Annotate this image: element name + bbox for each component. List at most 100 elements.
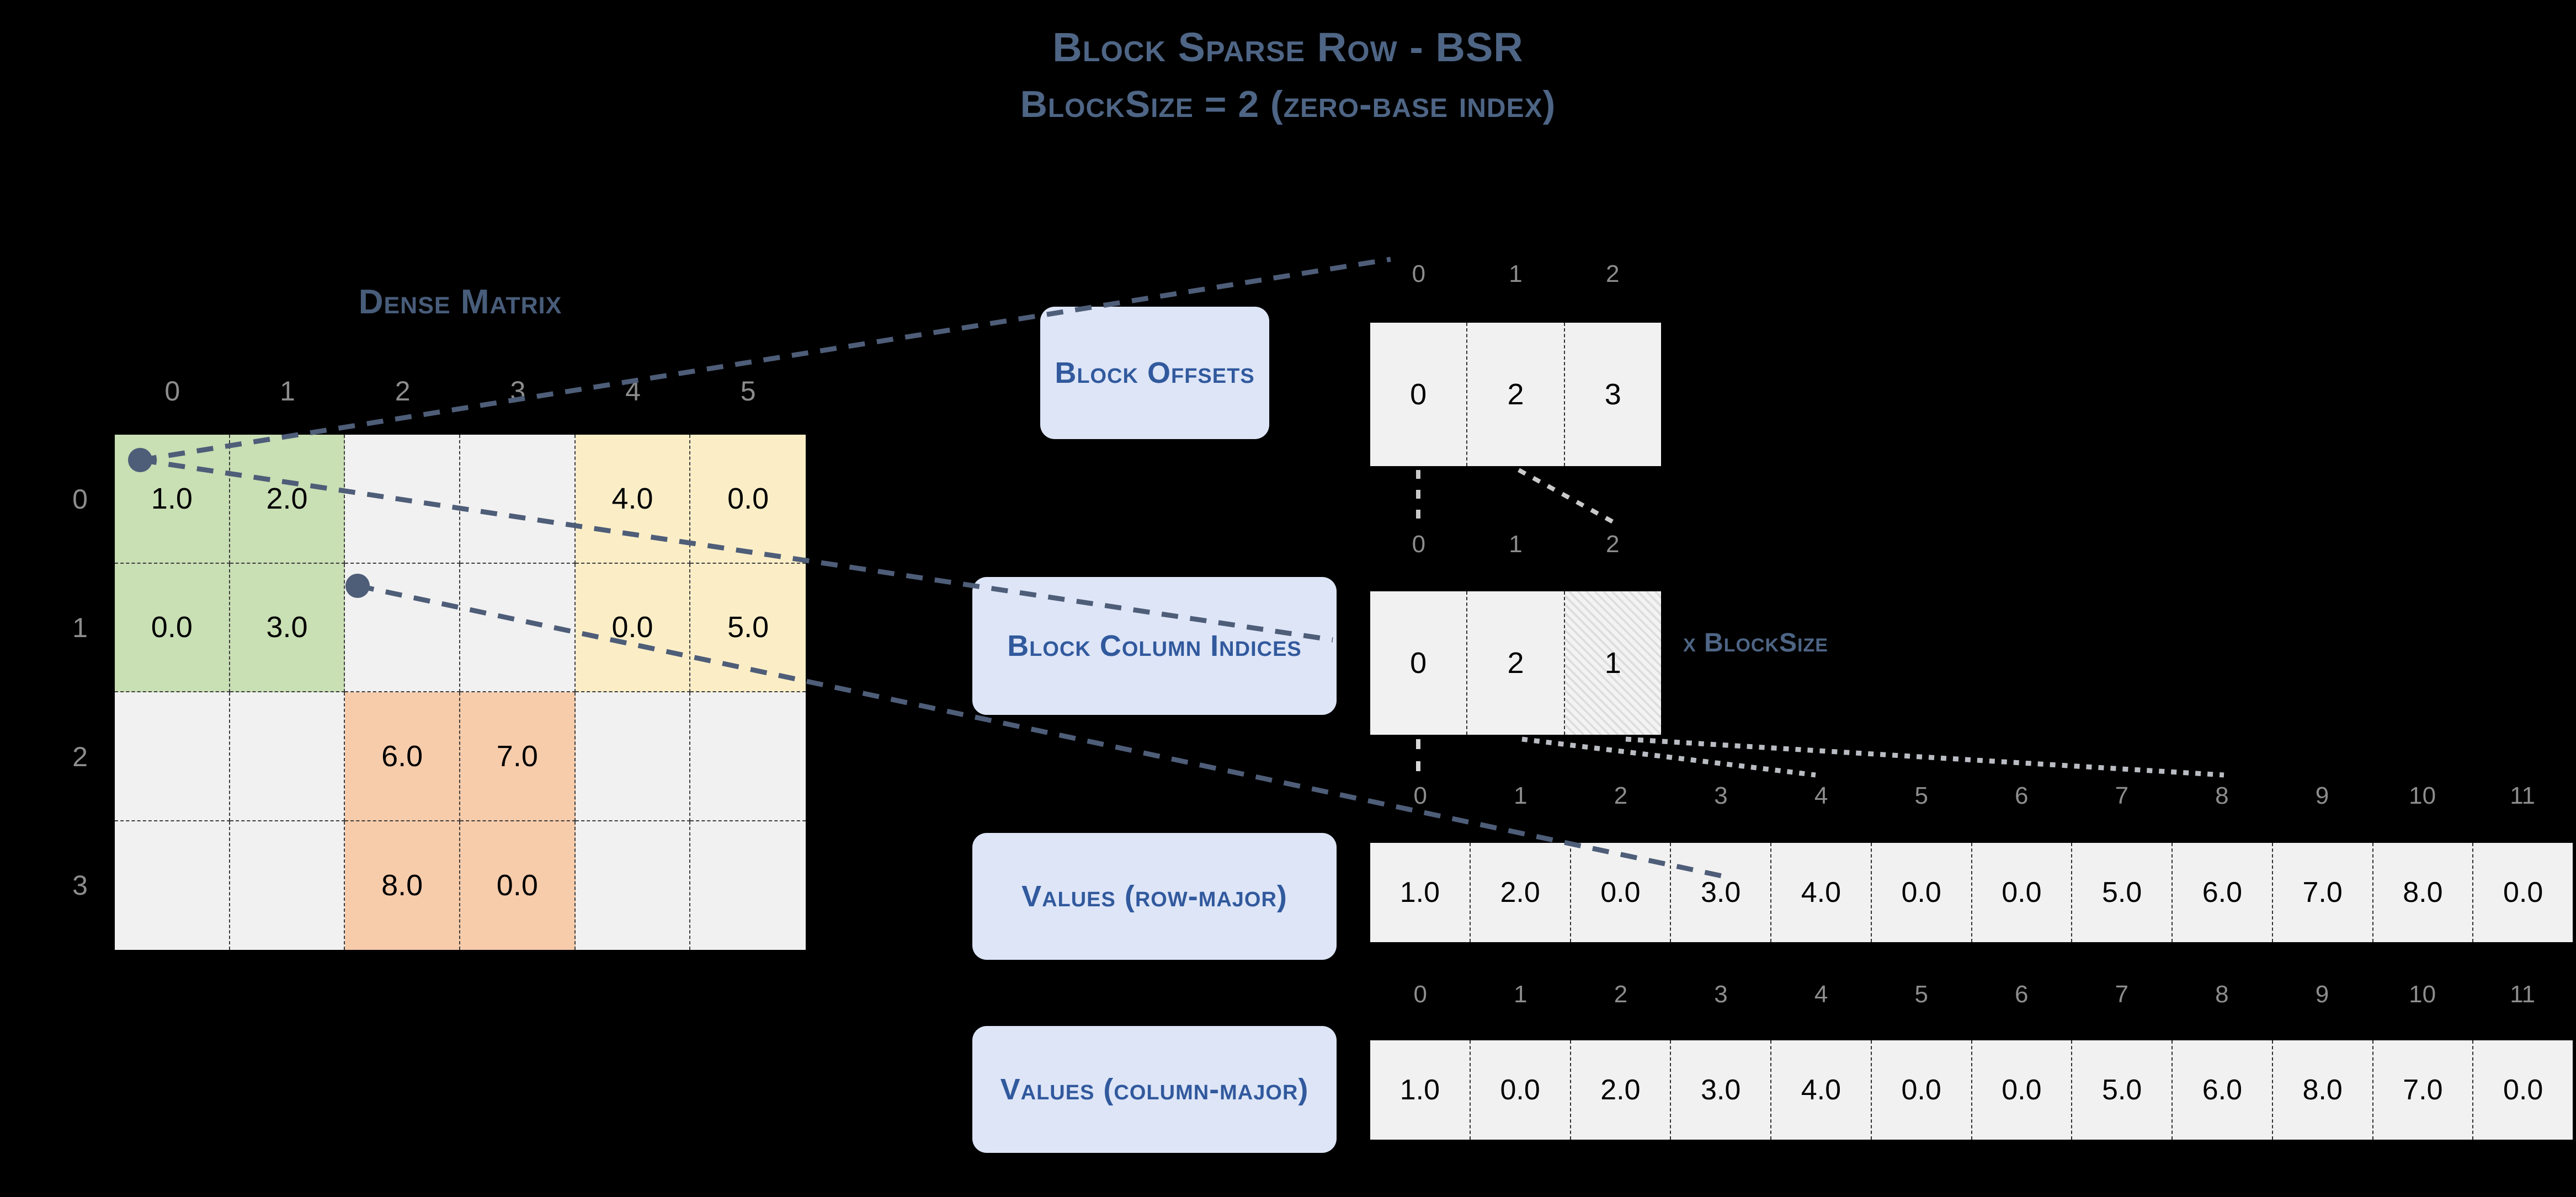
values-column-major-index: 1 [1514, 981, 1527, 1008]
block-offsets-index-row: 0 1 2 [1370, 260, 1661, 288]
values-column-major-cell: 3.0 [1671, 1040, 1771, 1140]
values-row-major-index: 8 [2215, 782, 2229, 809]
values-row-major-index: 0 [1413, 782, 1428, 809]
values-column-major-label: Values (column-major) [972, 1026, 1337, 1153]
values-row-major-cell: 6.0 [2173, 843, 2273, 942]
values-row-major-index: 11 [2510, 782, 2535, 809]
dense-matrix-heading: Dense Matrix [358, 283, 562, 321]
values-row-major-index: 6 [2015, 782, 2029, 809]
values-row-major-cell: 2.0 [1470, 843, 1571, 942]
dense-col-header: 5 [740, 376, 756, 407]
block-column-indices-cell: 1 [1564, 591, 1661, 735]
values-row-major-index: 7 [2115, 782, 2129, 809]
values-column-major-index: 9 [2315, 981, 2329, 1008]
values-column-major-index: 11 [2510, 981, 2535, 1008]
dense-matrix-cell [230, 692, 345, 821]
values-column-major-index: 6 [2015, 981, 2029, 1008]
dense-col-header: 2 [395, 376, 411, 407]
values-row-major-index: 9 [2315, 782, 2329, 809]
dense-matrix-cell: 6.0 [345, 692, 460, 821]
values-column-major-cell: 2.0 [1571, 1040, 1672, 1140]
block-column-indices-cell: 2 [1467, 591, 1565, 735]
dense-row-header: 3 [72, 870, 88, 901]
connector-offsets1-to-bci2 [1518, 468, 1618, 526]
values-row-major-cell: 0.0 [1972, 843, 2073, 942]
values-row-major-label: Values (row-major) [972, 833, 1337, 960]
values-column-major-cell: 4.0 [1771, 1040, 1872, 1140]
block-column-indices-index: 2 [1605, 531, 1620, 558]
values-column-major-cell: 0.0 [1470, 1040, 1571, 1140]
values-column-major-index: 3 [1714, 981, 1728, 1008]
dense-matrix-cell [115, 821, 230, 950]
anchor-dot-top-left [128, 448, 152, 472]
values-row-major-index: 1 [1514, 782, 1527, 809]
values-row-major-cell: 8.0 [2373, 843, 2474, 942]
values-row-major-index: 4 [1814, 782, 1828, 809]
dense-matrix-cell [690, 692, 806, 821]
anchor-dot-block-end [345, 574, 370, 598]
values-row-major-cell: 0.0 [1871, 843, 1972, 942]
dense-row-header: 2 [72, 741, 88, 772]
block-column-indices-index: 1 [1509, 531, 1523, 558]
dense-matrix-cell: 0.0 [460, 821, 576, 950]
dense-matrix-cell [575, 692, 691, 821]
dense-col-header: 1 [280, 376, 295, 407]
values-row-major-index: 5 [1914, 782, 1928, 809]
dense-matrix-cell: 7.0 [460, 692, 576, 821]
values-column-major-index: 0 [1413, 981, 1428, 1008]
values-row-major-index: 2 [1614, 782, 1628, 809]
dense-col-header: 3 [510, 376, 526, 407]
values-row-major-cell: 3.0 [1671, 843, 1771, 942]
values-column-major-index: 8 [2215, 981, 2229, 1008]
values-column-major-cell: 6.0 [2173, 1040, 2273, 1140]
values-column-major-index: 2 [1614, 981, 1628, 1008]
block-offsets-index: 0 [1412, 260, 1426, 287]
dense-col-header: 0 [164, 376, 180, 407]
values-column-major-cell: 5.0 [2072, 1040, 2173, 1140]
dense-matrix-cell: 4.0 [575, 435, 691, 564]
connector-bci1-to-values4 [1521, 736, 1816, 778]
block-offsets-cell: 2 [1467, 323, 1565, 466]
block-column-indices-cell: 0 [1370, 591, 1468, 735]
x-blocksize-annotation: x BlockSize [1683, 628, 1828, 658]
dense-matrix-cell: 8.0 [345, 821, 460, 950]
values-row-major-cell: 7.0 [2272, 843, 2373, 942]
block-offsets-index: 1 [1509, 260, 1523, 287]
values-column-major-index: 4 [1814, 981, 1828, 1008]
dense-matrix-row-headers: 0 1 2 3 [55, 435, 105, 950]
dense-matrix-cell: 2.0 [230, 435, 345, 564]
block-column-indices-label: Block Column Indices [972, 577, 1337, 715]
block-offsets-cell: 3 [1564, 323, 1661, 466]
values-column-major-index: 10 [2409, 981, 2436, 1008]
dense-matrix-cell: 3.0 [230, 563, 345, 692]
title-line-2: BlockSize = 2 (zero-base index) [1020, 83, 1556, 125]
dense-matrix-cell: 0.0 [575, 563, 691, 692]
values-row-major-cell: 4.0 [1771, 843, 1872, 942]
values-column-major-cell: 7.0 [2373, 1040, 2474, 1140]
block-offsets-index: 2 [1605, 260, 1620, 287]
values-column-major-cell: 0.0 [1972, 1040, 2073, 1140]
dense-matrix-cell: 0.0 [115, 563, 230, 692]
values-row-major-cell: 5.0 [2072, 843, 2173, 942]
page-title: Block Sparse Row - BSR BlockSize = 2 (ze… [0, 22, 2576, 128]
values-column-major-cell: 0.0 [2473, 1040, 2573, 1140]
values-row-major-cell: 0.0 [1571, 843, 1672, 942]
dense-matrix-cell: 0.0 [690, 435, 806, 564]
block-offsets-cell: 0 [1370, 323, 1468, 466]
dense-matrix-column-headers: 0 1 2 3 4 5 [115, 375, 806, 414]
dense-matrix-cell [575, 821, 691, 950]
dense-row-header: 1 [72, 612, 88, 644]
dense-matrix-cell [460, 563, 576, 692]
title-line-1: Block Sparse Row - BSR [1052, 24, 1524, 70]
dense-matrix-cell [690, 821, 806, 950]
values-column-major-cell: 0.0 [1871, 1040, 1972, 1140]
dense-matrix-cell [230, 821, 345, 950]
values-column-major-cell: 1.0 [1370, 1040, 1471, 1140]
values-row-major-index: 3 [1714, 782, 1728, 809]
